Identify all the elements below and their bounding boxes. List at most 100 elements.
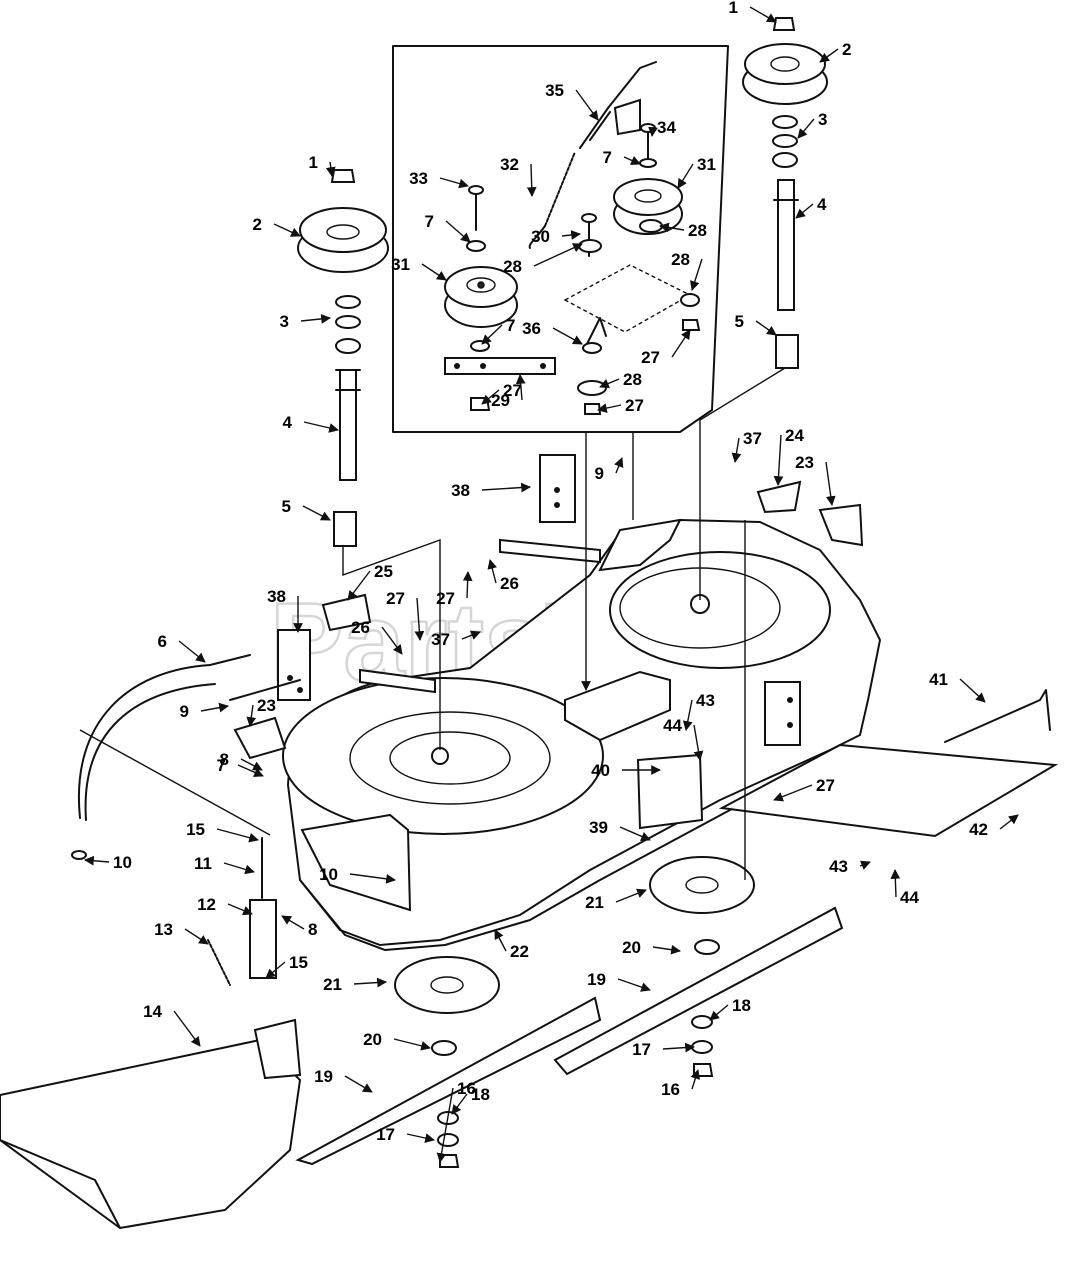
callout-leader-23: [246, 704, 257, 727]
idler-assembly-inset: [392, 45, 729, 433]
callout-leader-43: [682, 699, 693, 731]
callout-leader-8: [281, 915, 305, 930]
part-number-13: 13: [154, 920, 173, 939]
part-number-7: 7: [603, 148, 612, 167]
callout-leader-37: [731, 437, 742, 463]
callout-leader-10: [84, 855, 110, 866]
part-number-24: 24: [785, 426, 804, 445]
callout-leader-27: [481, 389, 500, 405]
callout-leader-24: [773, 434, 784, 486]
callout-leader-7: [237, 764, 264, 777]
part-number-35: 35: [545, 81, 564, 100]
part-number-27: 27: [386, 589, 405, 608]
callout-leader-4: [795, 203, 814, 219]
callout-leader-20: [652, 944, 681, 955]
part-number-21: 21: [323, 975, 342, 994]
callout-leader-23: [825, 461, 836, 506]
part-number-42: 42: [969, 820, 988, 839]
part-number-18: 18: [471, 1085, 490, 1104]
callout-leader-32: [526, 163, 537, 197]
callout-leader-44: [890, 869, 901, 898]
part-number-32: 32: [500, 155, 519, 174]
part-number-5: 5: [735, 312, 744, 331]
callout-leader-18: [709, 1004, 729, 1021]
part-number-38: 38: [267, 587, 286, 606]
callout-leader-20: [393, 1038, 431, 1051]
callout-leader-39: [619, 826, 651, 841]
callout-leader-16: [436, 1087, 454, 1163]
part-number-5: 5: [282, 497, 291, 516]
part-number-15: 15: [186, 820, 205, 839]
part-number-20: 20: [363, 1030, 382, 1049]
callout-leader-28: [690, 258, 703, 291]
callout-leader-42: [999, 814, 1019, 830]
part-number-15: 15: [289, 953, 308, 972]
part-number-4: 4: [817, 195, 827, 214]
part-number-4: 4: [283, 413, 293, 432]
callout-leader-38: [481, 482, 531, 493]
part-number-28: 28: [671, 250, 690, 269]
callout-leader-44: [693, 724, 704, 761]
deflector-rod-and-plate: [718, 689, 1059, 838]
callout-leader-13: [184, 928, 209, 945]
callout-leader-26: [381, 626, 403, 655]
part-number-1: 1: [309, 153, 318, 172]
callout-leader-14: [173, 1010, 201, 1047]
callout-leader-27: [414, 597, 425, 641]
part-number-44: 44: [663, 716, 682, 735]
part-number-11: 11: [194, 854, 212, 873]
part-number-9: 9: [180, 702, 189, 721]
part-number-7: 7: [506, 316, 515, 335]
callout-leader-30: [561, 230, 581, 240]
left-front-hardware: [71, 679, 301, 986]
callout-leader-7: [623, 155, 641, 165]
cutting-blades: [295, 906, 844, 1166]
callout-leader-29: [515, 374, 526, 401]
callout-leader-8: [240, 758, 263, 771]
part-number-28: 28: [503, 257, 522, 276]
callout-leader-27: [462, 571, 473, 599]
part-number-19: 19: [587, 970, 606, 989]
part-number-9: 9: [595, 464, 604, 483]
part-number-27: 27: [641, 348, 660, 367]
part-number-31: 31: [391, 255, 410, 274]
callout-leader-2: [273, 223, 301, 237]
part-number-30: 30: [531, 227, 550, 246]
part-number-27: 27: [816, 776, 835, 795]
part-number-39: 39: [589, 818, 608, 837]
callout-leader-7: [445, 220, 471, 243]
callout-leader-12: [227, 903, 253, 916]
callout-leader-11: [223, 862, 255, 875]
part-number-28: 28: [688, 221, 707, 240]
callout-leader-15: [216, 828, 259, 843]
callout-leader-18: [451, 1093, 468, 1115]
callout-leader-26: [487, 559, 497, 584]
callout-leader-22: [494, 929, 507, 952]
part-number-16: 16: [661, 1080, 680, 1099]
part-number-8: 8: [220, 750, 229, 769]
part-number-33: 33: [409, 169, 428, 188]
part-number-1: 1: [729, 0, 738, 17]
callout-leader-1: [749, 6, 777, 23]
callout-leader-33: [439, 177, 469, 189]
part-number-27: 27: [503, 381, 522, 400]
callout-leader-4: [303, 421, 339, 433]
part-number-22: 22: [510, 942, 529, 961]
callout-leader-28: [599, 378, 620, 389]
part-number-28: 28: [623, 370, 642, 389]
part-number-37: 37: [743, 429, 762, 448]
callout-leader-27: [773, 784, 813, 802]
callout-leader-2: [819, 48, 839, 63]
callout-leader-19: [617, 978, 651, 992]
callout-leader-36: [552, 327, 583, 345]
part-number-27: 27: [436, 589, 455, 608]
callout-leader-17: [662, 1042, 695, 1053]
callout-leader-5: [302, 505, 331, 521]
part-number-31: 31: [697, 155, 716, 174]
callout-leader-5: [755, 320, 777, 336]
part-number-27: 27: [625, 396, 644, 415]
callout-leader-28: [533, 243, 583, 267]
callout-leader-34: [648, 126, 658, 137]
part-number-36: 36: [522, 319, 541, 338]
